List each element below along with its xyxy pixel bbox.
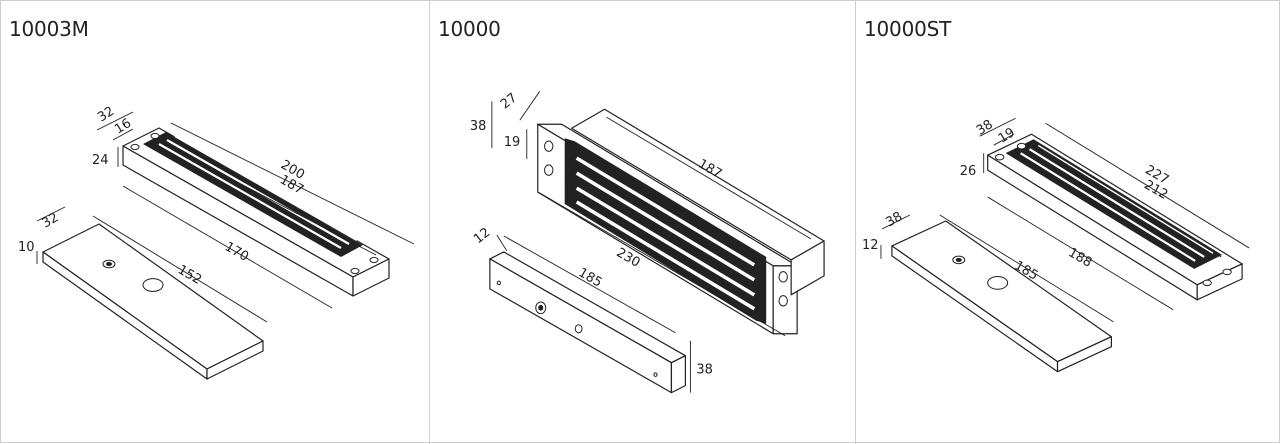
armature-holes [102, 259, 164, 292]
dim-plate-length: 188 [1066, 245, 1095, 270]
lock-drawing-10003m: 32 16 24 200 187 32 10 170 152 [18, 104, 415, 380]
dim-plate-thickness: 10 [18, 240, 35, 255]
dim-lock-width: 38 [974, 117, 996, 138]
panel-10000: 10000 [429, 1, 855, 444]
dim-lock-width: 32 [95, 104, 117, 125]
panel-10003m: 10003M [1, 1, 429, 444]
dimension-lines [36, 111, 415, 323]
dim-plate-height: 38 [696, 363, 712, 378]
armature-holes [496, 280, 658, 377]
armature-plate [891, 220, 1112, 373]
dim-plate-length: 185 [576, 265, 605, 290]
panel-title: 10000 [438, 17, 501, 41]
armature-holes [952, 255, 1009, 290]
lock-magnet-lines [1020, 144, 1214, 262]
dim-lock-width: 27 [498, 90, 520, 112]
lock-housing-end [790, 240, 825, 296]
dimension-lines [491, 91, 812, 393]
lock-screw-holes [130, 132, 379, 275]
lock-magnet-face [1005, 139, 1223, 269]
lock-magnet-lines [158, 135, 358, 249]
armature-plate [42, 223, 264, 380]
panel-10000st: 10000ST [855, 1, 1279, 444]
panel-title: 10003M [9, 17, 89, 41]
lock-screw-holes [994, 142, 1232, 287]
dim-plate-length: 170 [222, 239, 251, 264]
dim-lock-inner-height: 19 [504, 135, 520, 150]
dim-lock-inner-width: 16 [112, 116, 134, 137]
dim-lock-height: 38 [470, 119, 486, 134]
lock-end-face [352, 258, 390, 297]
dim-plate-thickness: 12 [471, 225, 493, 247]
dim-plate-width: 32 [40, 210, 62, 231]
lock-magnet-lines [575, 156, 756, 311]
lock-magnet-face [564, 138, 767, 324]
panel-title: 10000ST [864, 17, 952, 41]
dim-lock-height: 26 [960, 164, 976, 179]
dim-plate-thickness: 12 [862, 238, 878, 253]
dim-lock-inner-width: 19 [996, 125, 1018, 146]
dim-plate-width: 38 [883, 209, 905, 230]
lock-drawing-10000: 27 38 19 187 230 12 185 38 [470, 90, 825, 394]
lock-screw-holes [544, 140, 788, 307]
dimension-lines [880, 117, 1250, 323]
lock-drawing-10000st: 38 19 26 227 212 38 12 188 185 [862, 117, 1250, 373]
dim-lock-height: 24 [92, 153, 109, 168]
lock-magnet-face [143, 132, 363, 257]
